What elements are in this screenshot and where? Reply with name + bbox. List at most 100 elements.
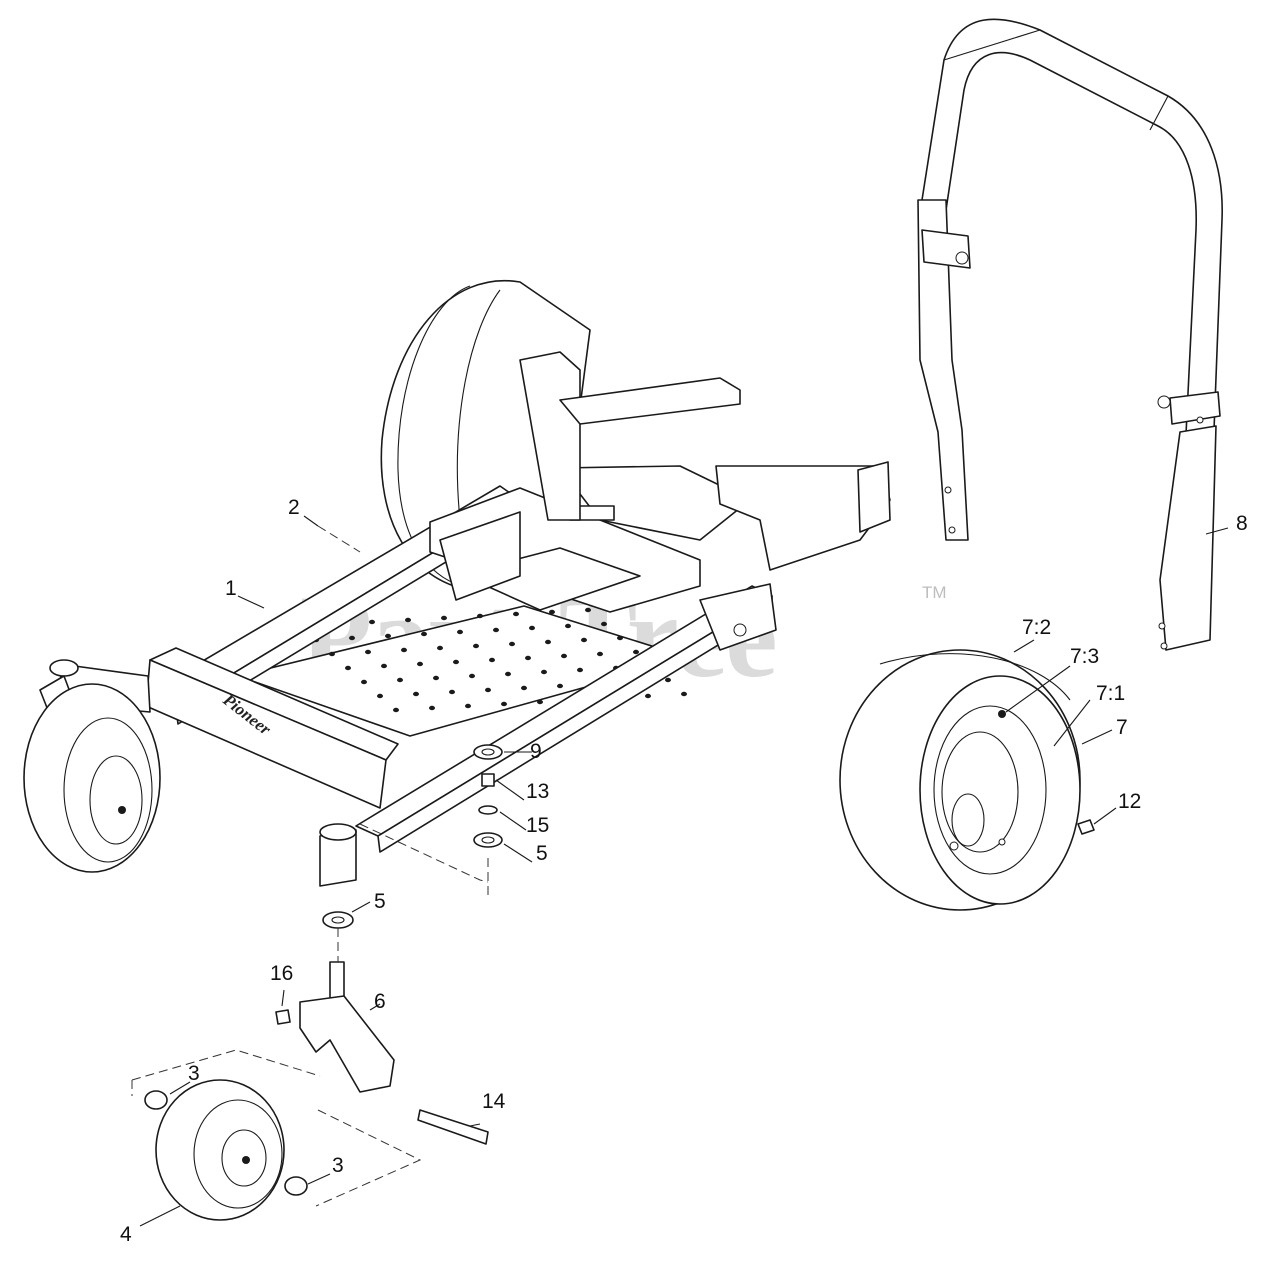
bearing-seal <box>473 744 503 760</box>
perforation-hole <box>329 651 335 657</box>
perforation-hole <box>437 645 443 651</box>
perforation-hole <box>441 615 447 621</box>
perforation-hole <box>489 657 495 663</box>
perforation-hole <box>397 677 403 683</box>
perforation-hole <box>457 629 463 635</box>
perforation-hole <box>345 665 351 671</box>
watermark-trademark: TM <box>922 583 947 602</box>
perforation-hole <box>565 623 571 629</box>
perforation-hole <box>617 635 623 641</box>
perforation-hole <box>529 625 535 631</box>
perforation-hole <box>421 631 427 637</box>
rops-assembly <box>917 18 1223 651</box>
perforation-hole <box>501 701 507 707</box>
leaders <box>139 515 1229 1227</box>
perforation-hole <box>681 691 687 697</box>
perforation-hole <box>469 673 475 679</box>
perforation-hole <box>433 675 439 681</box>
perforation-hole <box>393 707 399 713</box>
perforation-hole <box>549 609 555 615</box>
drive-rim <box>933 705 1047 875</box>
callout-8: 8 <box>1236 512 1248 535</box>
perforation-hole <box>365 649 371 655</box>
perforation-hole <box>377 693 383 699</box>
perforation-hole <box>505 671 511 677</box>
rops-right-hinge <box>1169 391 1221 425</box>
caster-wheel <box>155 1079 285 1221</box>
callout-3-right: 3 <box>332 1154 344 1177</box>
perforation-hole <box>401 647 407 653</box>
lug-nut <box>1077 819 1095 835</box>
callout-6: 6 <box>374 990 386 1013</box>
perforation-hole <box>513 611 519 617</box>
perforation-hole <box>525 655 531 661</box>
caster-tire <box>23 683 161 873</box>
perforation-hole <box>449 689 455 695</box>
rops-right-leg <box>1159 425 1217 651</box>
perforation-hole <box>633 649 639 655</box>
perforation-hole <box>585 607 591 613</box>
perforation-hole <box>465 703 471 709</box>
perforation-hole <box>493 627 499 633</box>
perforation-hole <box>521 685 527 691</box>
left-caster-assembly <box>23 659 161 873</box>
callout-labels: 1 2 3 3 4 5 5 6 7 7:1 7:2 7:3 8 9 12 13 … <box>120 496 1248 1246</box>
perforation-hole <box>413 691 419 697</box>
callout-7-3: 7:3 <box>1070 645 1099 668</box>
caster-assembly <box>131 911 489 1221</box>
frame-assembly: Pioneer <box>145 279 891 887</box>
perforation-hole <box>405 617 411 623</box>
perforation-hole <box>581 637 587 643</box>
motor-mount <box>699 583 777 651</box>
callout-14: 14 <box>482 1090 506 1113</box>
rear-upper-bar <box>559 377 741 425</box>
perforation-hole <box>577 667 583 673</box>
perforation-hole <box>557 683 563 689</box>
lower-bearing <box>322 911 354 929</box>
perforation-hole <box>485 687 491 693</box>
perforation-hole <box>361 679 367 685</box>
perforation-hole <box>665 677 671 683</box>
spacer-left <box>144 1090 168 1110</box>
left-bracket <box>439 511 521 601</box>
callout-9: 9 <box>530 740 542 763</box>
callout-7: 7 <box>1116 716 1128 739</box>
upright-left <box>519 351 581 521</box>
callout-5-lower: 5 <box>374 890 386 913</box>
perforation-hole <box>477 613 483 619</box>
perforation-hole <box>349 635 355 641</box>
valve-stem <box>998 710 1006 718</box>
perforation-hole <box>645 693 651 699</box>
callout-7-1: 7:1 <box>1096 682 1125 705</box>
upper-bearing <box>473 832 503 848</box>
perforation-hole <box>453 659 459 665</box>
perforation-hole <box>381 663 387 669</box>
callout-16: 16 <box>270 962 293 985</box>
perforation-hole <box>473 643 479 649</box>
callout-2: 2 <box>288 496 300 519</box>
perforation-hole <box>429 705 435 711</box>
drive-wheel-assembly <box>839 649 1095 911</box>
callout-1: 1 <box>225 577 237 600</box>
bearing-stack <box>359 744 503 896</box>
perforation-hole <box>509 641 515 647</box>
perforation-hole <box>601 621 607 627</box>
perforation-hole <box>561 653 567 659</box>
callout-12: 12 <box>1118 790 1141 813</box>
perforation-hole <box>537 699 543 705</box>
spacer-right <box>284 1176 308 1196</box>
rops-upper-hoop <box>921 18 1223 435</box>
perforation-hole <box>385 633 391 639</box>
callout-15: 15 <box>526 814 549 837</box>
perforation-hole <box>369 619 375 625</box>
perforation-hole <box>417 661 423 667</box>
drive-hub <box>951 793 985 847</box>
perforation-hole <box>597 651 603 657</box>
perforation-hole <box>541 669 547 675</box>
callout-7-2: 7:2 <box>1022 616 1051 639</box>
callout-13: 13 <box>526 780 549 803</box>
perforation-hole <box>545 639 551 645</box>
callout-4: 4 <box>120 1223 132 1246</box>
lock-nut <box>481 773 495 787</box>
